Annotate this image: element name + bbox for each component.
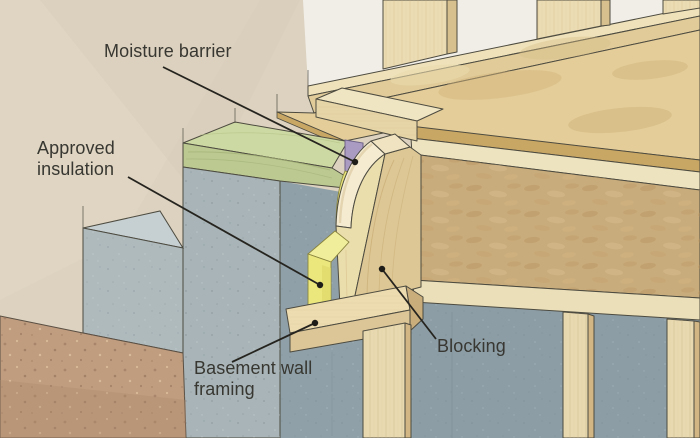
basement-stud <box>562 311 595 438</box>
first-floor-wall <box>303 0 700 114</box>
leader-basement-wall-framing <box>231 322 316 363</box>
blocking-top-face <box>370 133 411 155</box>
label-basement-wall-framing: Basement wall framing <box>194 358 313 399</box>
tick-marks <box>82 70 309 229</box>
leader-dot-approved-insulation <box>316 281 324 289</box>
bottom-plate-front <box>307 15 700 114</box>
floor-joist-end <box>315 87 444 142</box>
rim-joist <box>409 125 700 321</box>
soil <box>0 315 187 438</box>
leader-approved-insulation <box>127 176 321 286</box>
label-moisture-barrier: Moisture barrier <box>104 41 232 61</box>
wall-stud <box>662 0 700 15</box>
leader-dot-moisture-barrier <box>351 158 359 166</box>
blocking-board <box>335 133 422 308</box>
leader-dot-blocking <box>378 265 386 273</box>
leader-lines <box>127 66 437 363</box>
leader-blocking <box>381 268 437 340</box>
basement-stud <box>666 318 700 438</box>
wall-stud <box>382 0 458 70</box>
foundation-wall-cut-face <box>182 166 281 438</box>
footing <box>82 210 185 354</box>
wall-stud <box>536 0 611 40</box>
leader-dot-basement-wall-framing <box>311 319 319 327</box>
leader-dots <box>311 158 386 327</box>
leader-moisture-barrier <box>162 66 356 163</box>
basement-stud <box>362 322 412 438</box>
label-approved-insulation: Approved insulation <box>37 138 115 179</box>
basement-wall-studs <box>362 311 700 438</box>
label-blocking: Blocking <box>437 336 506 356</box>
